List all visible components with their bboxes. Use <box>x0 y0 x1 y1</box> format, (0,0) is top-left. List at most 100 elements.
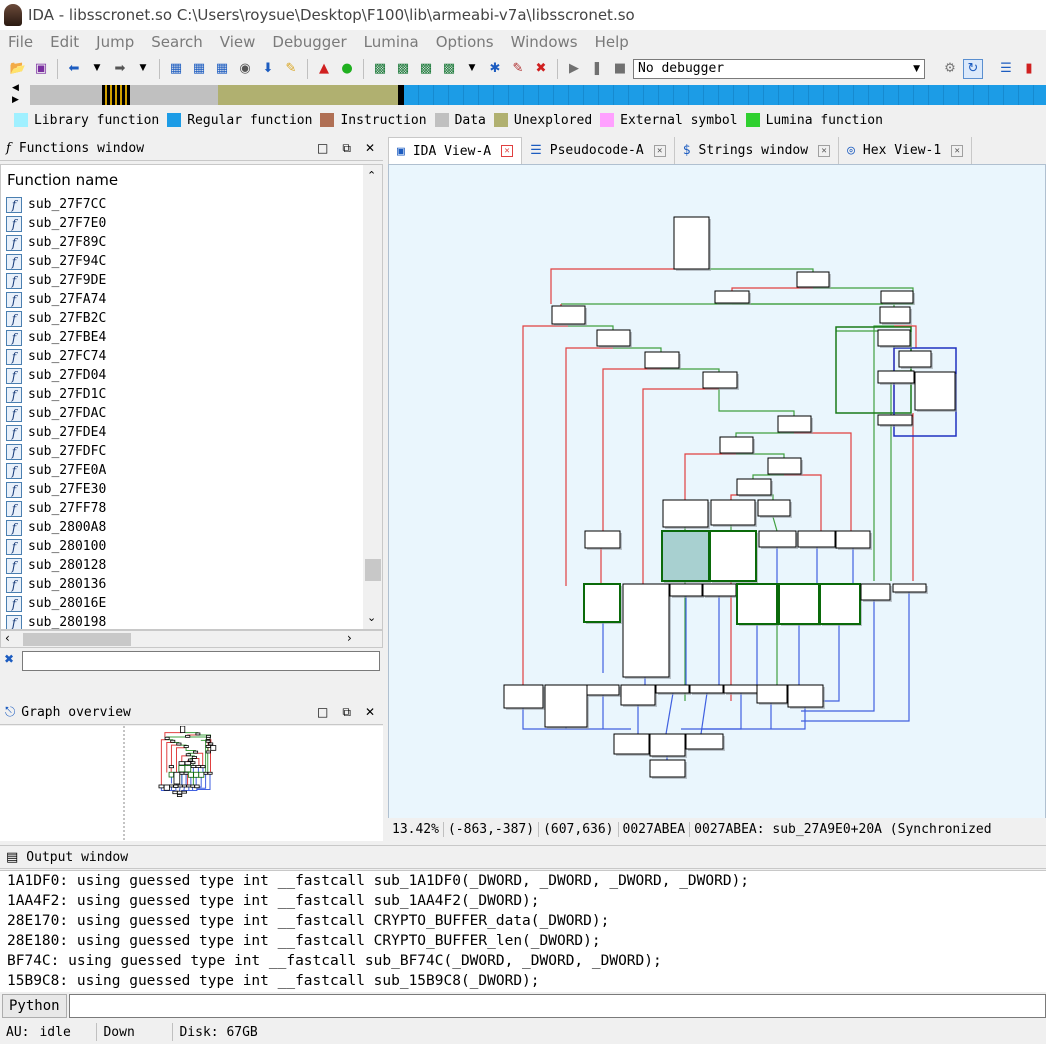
graph-node[interactable] <box>767 457 802 475</box>
graph-node[interactable] <box>736 583 778 625</box>
graph-node[interactable] <box>756 684 788 704</box>
graph-node[interactable] <box>586 684 620 696</box>
chevron-down-icon[interactable]: ▼ <box>139 63 147 73</box>
graph-node[interactable] <box>503 684 544 709</box>
graph-node[interactable] <box>622 583 670 678</box>
graph-node[interactable] <box>644 351 680 369</box>
function-name-column-header[interactable]: Function name <box>1 165 382 195</box>
close-x-icon[interactable]: ✖ <box>535 61 547 76</box>
menu-help[interactable]: Help <box>594 33 629 51</box>
attach-process-icon[interactable]: ⚙ <box>944 61 956 76</box>
chevron-up-icon[interactable]: ⌃ <box>367 169 377 182</box>
function-filter-input[interactable] <box>22 651 380 671</box>
graph-node[interactable] <box>797 530 836 548</box>
graph-node[interactable] <box>702 371 738 389</box>
menu-view[interactable]: View <box>219 33 256 51</box>
graph-node[interactable] <box>778 583 820 625</box>
tab-pseudocode-a[interactable]: ☰Pseudocode-A✕ <box>522 137 675 164</box>
tab-ida-view-a[interactable]: ▣IDA View-A✕ <box>388 137 523 164</box>
menu-options[interactable]: Options <box>435 33 494 51</box>
graph-node[interactable] <box>914 371 956 411</box>
graph-node[interactable] <box>649 759 686 778</box>
graph-node[interactable] <box>613 733 650 755</box>
command-input[interactable] <box>68 994 1046 1018</box>
warning-icon[interactable]: ▲ <box>319 61 329 76</box>
graph-node[interactable] <box>714 290 750 304</box>
tab-strings-window[interactable]: $Strings window✕ <box>675 137 840 164</box>
graph-node[interactable] <box>673 216 710 270</box>
graph-node[interactable] <box>835 530 871 549</box>
menu-file[interactable]: File <box>8 33 34 51</box>
graph-overview-panel[interactable] <box>0 725 383 841</box>
graph-node[interactable] <box>551 305 586 325</box>
create-code-icon[interactable]: ▩ <box>373 61 387 76</box>
functions-horizontal-scrollbar[interactable]: ‹ › <box>0 630 383 648</box>
refresh-icon[interactable]: ↻ <box>963 58 983 79</box>
navigation-strip[interactable] <box>30 85 1046 105</box>
asterisk-icon[interactable]: ✱ <box>489 61 501 76</box>
play-icon[interactable]: ▶ <box>569 61 579 76</box>
graph-node[interactable] <box>649 733 686 757</box>
back-arrow-icon[interactable]: ⬅ <box>68 61 80 76</box>
create-struct-icon[interactable]: ▩ <box>442 61 456 76</box>
search-imm-icon[interactable]: ▦ <box>215 61 229 76</box>
graph-node[interactable] <box>689 684 724 694</box>
python-button[interactable]: Python <box>2 994 67 1018</box>
clear-filter-icon[interactable]: ✖ <box>4 652 15 666</box>
graph-node[interactable] <box>709 530 757 582</box>
stop-icon[interactable]: ■ <box>613 61 627 76</box>
search-binary-icon[interactable]: ▦ <box>169 61 183 76</box>
more-icon[interactable]: ▮ <box>1025 61 1033 76</box>
graph-node[interactable] <box>669 583 703 597</box>
graph-node[interactable] <box>583 583 621 623</box>
jump-down-icon[interactable]: ⬇ <box>262 61 274 76</box>
close-icon[interactable]: ✕ <box>364 705 375 719</box>
tab-hex-view-1[interactable]: ◎Hex View-1✕ <box>839 137 973 164</box>
create-data-icon[interactable]: ▩ <box>396 61 410 76</box>
graph-node[interactable] <box>584 530 621 549</box>
forward-arrow-icon[interactable]: ➡ <box>114 61 126 76</box>
graph-node[interactable] <box>719 436 754 454</box>
menu-debugger[interactable]: Debugger <box>272 33 347 51</box>
functions-vertical-scrollbar[interactable]: ⌃ ⌄ <box>363 165 382 629</box>
graph-node[interactable] <box>757 499 791 517</box>
debugger-select[interactable]: No debugger ▼ <box>633 58 925 79</box>
close-tab-icon[interactable]: ✕ <box>501 145 514 157</box>
close-icon[interactable]: ✕ <box>364 141 375 155</box>
green-circle-icon[interactable]: ● <box>341 61 353 76</box>
graph-node[interactable] <box>877 414 913 426</box>
graph-node[interactable] <box>736 478 772 496</box>
graph-node[interactable] <box>596 329 631 347</box>
chevron-down-icon[interactable]: ⌄ <box>367 611 377 624</box>
graph-node[interactable] <box>879 306 911 324</box>
edit-function-icon[interactable]: ✎ <box>512 61 524 76</box>
chevron-right-icon[interactable]: › <box>347 631 352 645</box>
close-tab-icon[interactable]: ✕ <box>818 144 831 157</box>
graph-node[interactable] <box>710 499 756 526</box>
graph-node[interactable] <box>702 583 737 597</box>
scroll-thumb[interactable] <box>23 633 131 646</box>
menu-jump[interactable]: Jump <box>96 33 135 51</box>
graph-node[interactable] <box>877 329 911 347</box>
mark-position-icon[interactable]: ✎ <box>285 61 297 76</box>
chevron-left-icon[interactable]: ‹ <box>5 631 10 645</box>
graph-node[interactable] <box>544 684 588 728</box>
scroll-thumb[interactable] <box>365 559 381 581</box>
graph-node[interactable] <box>898 350 932 368</box>
